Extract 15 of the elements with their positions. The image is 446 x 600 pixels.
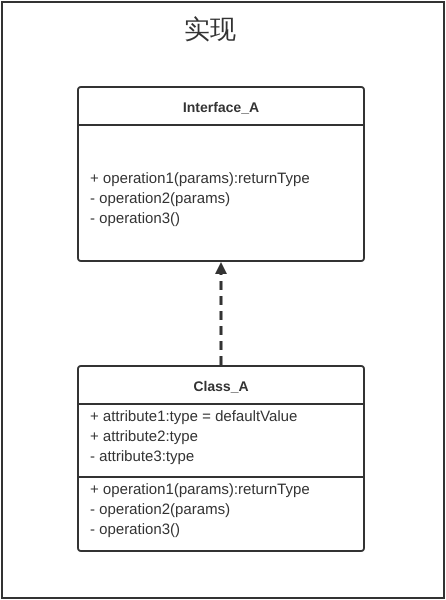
- member-text: - operation3(): [90, 520, 180, 540]
- uml-class-box: [77, 365, 365, 552]
- member-text: + attribute2:type: [90, 427, 198, 447]
- dashed-arrow: [215, 262, 227, 365]
- member-text: - operation2(params): [90, 189, 230, 209]
- class-name: Interface_A: [182, 98, 260, 117]
- member-text: + operation1(params):returnType: [90, 169, 310, 189]
- member-text: + attribute1:type = defaultValue: [90, 407, 298, 427]
- member-text: - operation3(): [90, 209, 180, 229]
- member-text: - operation2(params): [90, 500, 230, 520]
- member-text: + operation1(params):returnType: [90, 480, 310, 500]
- diagram-title: 实现: [183, 14, 237, 47]
- member-text: - attribute3:type: [90, 447, 194, 467]
- class-name: Class_A: [192, 377, 250, 396]
- uml-class-box: [77, 86, 365, 262]
